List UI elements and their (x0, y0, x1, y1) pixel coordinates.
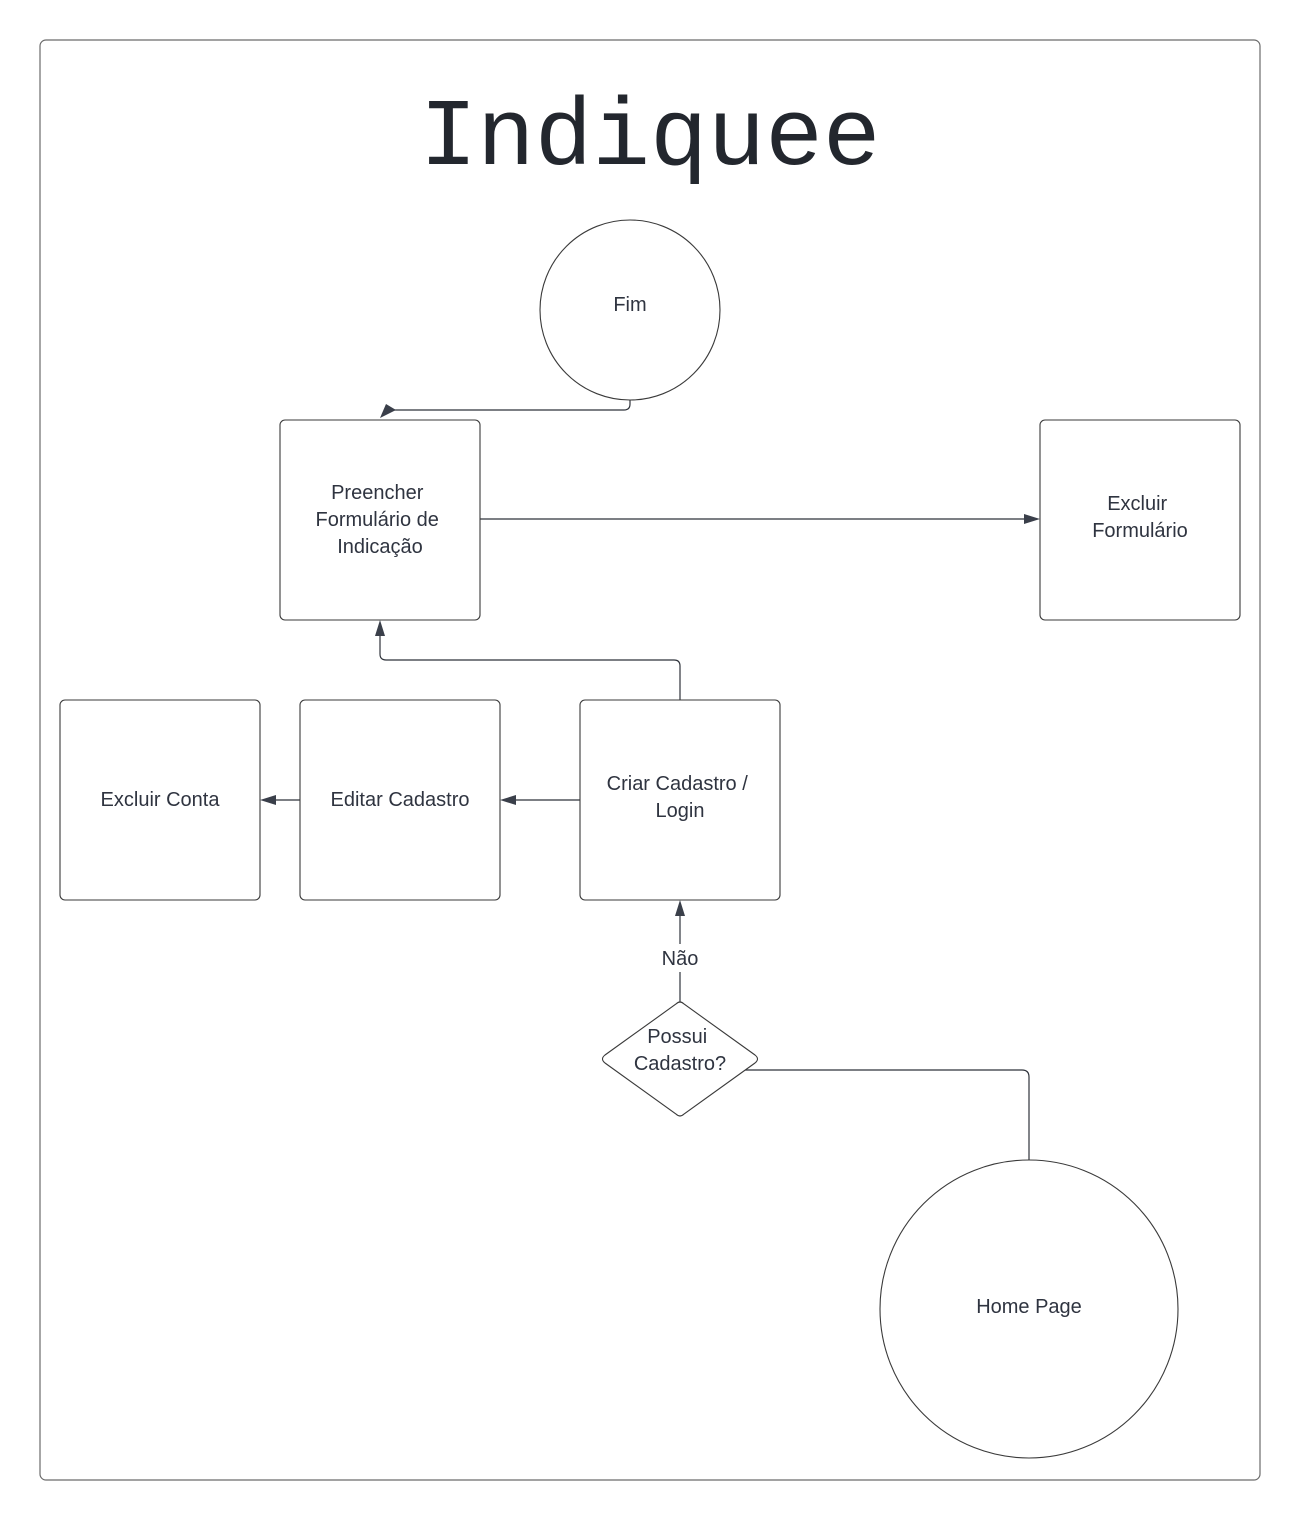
node-preencher-formulario-label: Preencher Formulário de Indicação (316, 482, 445, 558)
node-excluir-conta-label: Excluir Conta (101, 789, 221, 811)
edge-possui-to-home (740, 1069, 1030, 1160)
node-fim (539, 219, 721, 401)
arrowhead-criar (675, 900, 685, 916)
arrowhead-preencher-bottom (375, 620, 385, 636)
node-excluir-formulario (1039, 419, 1241, 621)
arrowhead-editar (500, 795, 516, 805)
arrowhead-preencher-top (380, 404, 396, 418)
node-criar-cadastro-label: Criar Cadastro / Login (607, 773, 754, 822)
node-home-page-label: Home Page (976, 1296, 1082, 1318)
arrowhead-excluir-formulario (1024, 514, 1040, 524)
edge-fim-to-preencher (392, 400, 631, 411)
arrowhead-excluir-conta (260, 795, 276, 805)
edge-label-nao: Não (662, 948, 699, 970)
node-editar-cadastro (299, 699, 501, 901)
node-editar-cadastro-label: Editar Cadastro (331, 789, 470, 811)
node-preencher-formulario (279, 419, 481, 621)
edge-label-background (654, 944, 706, 972)
node-possui-cadastro-label: Possui Cadastro? (634, 1026, 726, 1075)
diagram-title: Indiquee (420, 84, 881, 193)
node-fim-label: Fim (613, 294, 646, 316)
node-excluir-formulario-label: Excluir Formulário (1092, 493, 1188, 542)
node-home-page (879, 1159, 1179, 1459)
edge-criar-to-preencher (379, 634, 681, 700)
node-possui-cadastro (601, 1001, 759, 1117)
node-criar-cadastro (579, 699, 781, 901)
node-excluir-conta (59, 699, 261, 901)
